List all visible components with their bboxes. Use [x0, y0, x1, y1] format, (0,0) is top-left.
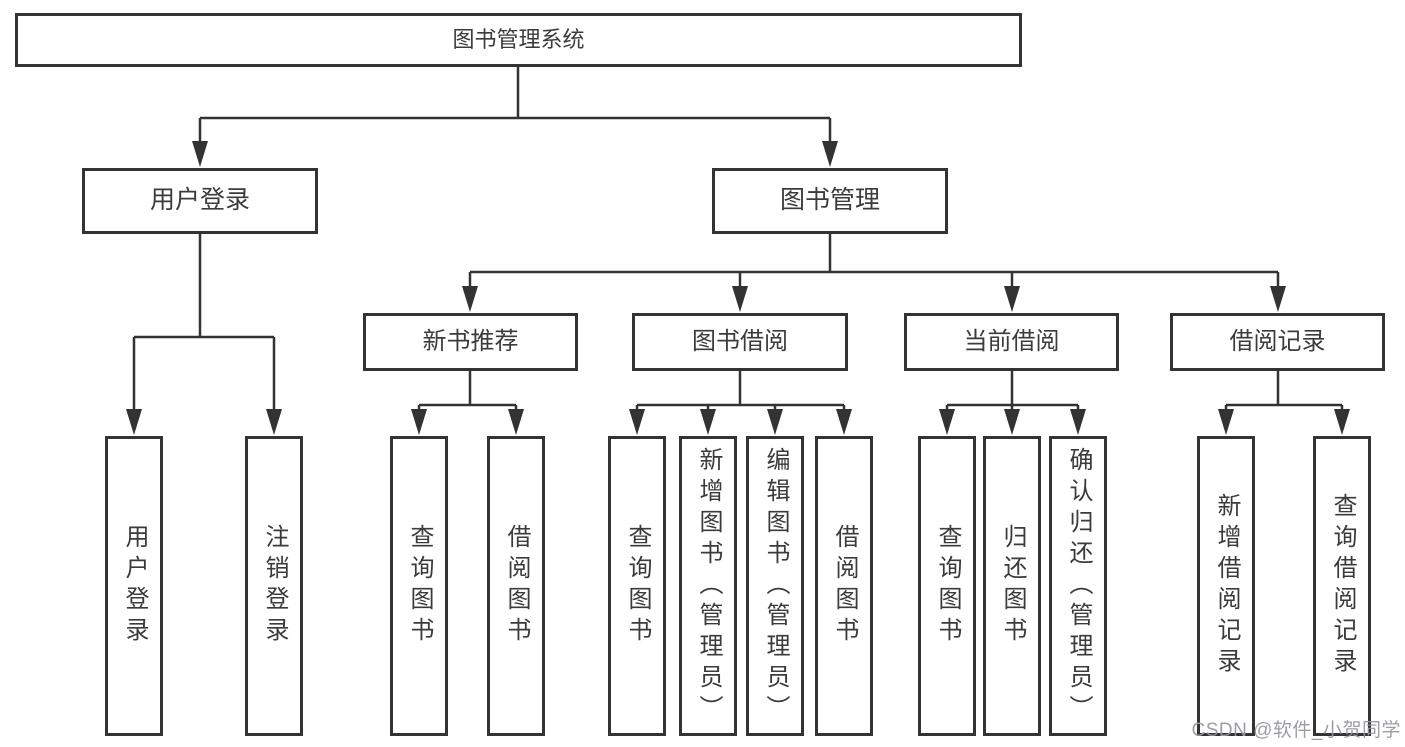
node-nb-query-books: 查询图书	[390, 436, 448, 736]
node-bb-edit-books-admin: 编辑图书（管理员）	[746, 436, 804, 736]
node-logout: 注销登录	[245, 436, 303, 736]
node-user-login: 用户登录	[82, 168, 318, 234]
connector-current-borrow-children	[945, 371, 1080, 414]
arrow-down-icon	[126, 409, 142, 435]
node-nb-borrow-books: 借阅图书	[487, 436, 545, 736]
connector-new-books-children	[417, 371, 518, 414]
arrow-down-icon	[732, 286, 748, 312]
arrow-down-icon	[411, 409, 427, 435]
node-bb-borrow-books: 借阅图书	[815, 436, 873, 736]
arrow-down-icon	[767, 409, 783, 435]
arrow-down-icon	[822, 141, 838, 167]
node-bb-query-books: 查询图书	[608, 436, 666, 736]
arrow-down-icon	[266, 409, 282, 435]
arrow-down-icon	[1218, 409, 1234, 435]
node-br-query-record: 查询借阅记录	[1313, 436, 1371, 736]
arrow-down-icon	[1004, 409, 1020, 435]
watermark: CSDN @软件_小贺同学	[1191, 720, 1401, 741]
connector-book-mgmt-to-level2	[468, 234, 1280, 291]
arrow-down-icon	[1270, 286, 1286, 312]
arrow-down-icon	[1004, 286, 1020, 312]
node-book-management: 图书管理	[712, 168, 948, 234]
node-borrow-records: 借阅记录	[1170, 313, 1385, 371]
arrow-down-icon	[700, 409, 716, 435]
connector-borrow-records-children	[1224, 371, 1344, 414]
arrow-down-icon	[836, 409, 852, 435]
node-br-add-record: 新增借阅记录	[1197, 436, 1255, 736]
arrow-down-icon	[508, 409, 524, 435]
node-login: 用户登录	[105, 436, 163, 736]
node-book-borrow: 图书借阅	[632, 313, 848, 371]
node-new-book-recommend: 新书推荐	[363, 313, 578, 371]
arrow-down-icon	[192, 141, 208, 167]
arrow-down-icon	[629, 409, 645, 435]
connector-root-to-level1	[198, 67, 832, 146]
arrow-down-icon	[1334, 409, 1350, 435]
node-cb-query-books: 查询图书	[918, 436, 976, 736]
arrow-down-icon	[939, 409, 955, 435]
node-library-system: 图书管理系统	[15, 13, 1022, 67]
node-cb-return-books: 归还图书	[983, 436, 1041, 736]
connector-user-login-children	[132, 234, 276, 414]
node-current-borrow: 当前借阅	[904, 313, 1119, 371]
connector-book-borrow-children	[635, 371, 846, 414]
arrow-down-icon	[1070, 409, 1086, 435]
arrow-down-icon	[462, 286, 478, 312]
node-cb-confirm-return-admin: 确认归还（管理员）	[1049, 436, 1107, 736]
node-bb-add-books-admin: 新增图书（管理员）	[679, 436, 737, 736]
arrowheads	[126, 141, 1350, 435]
